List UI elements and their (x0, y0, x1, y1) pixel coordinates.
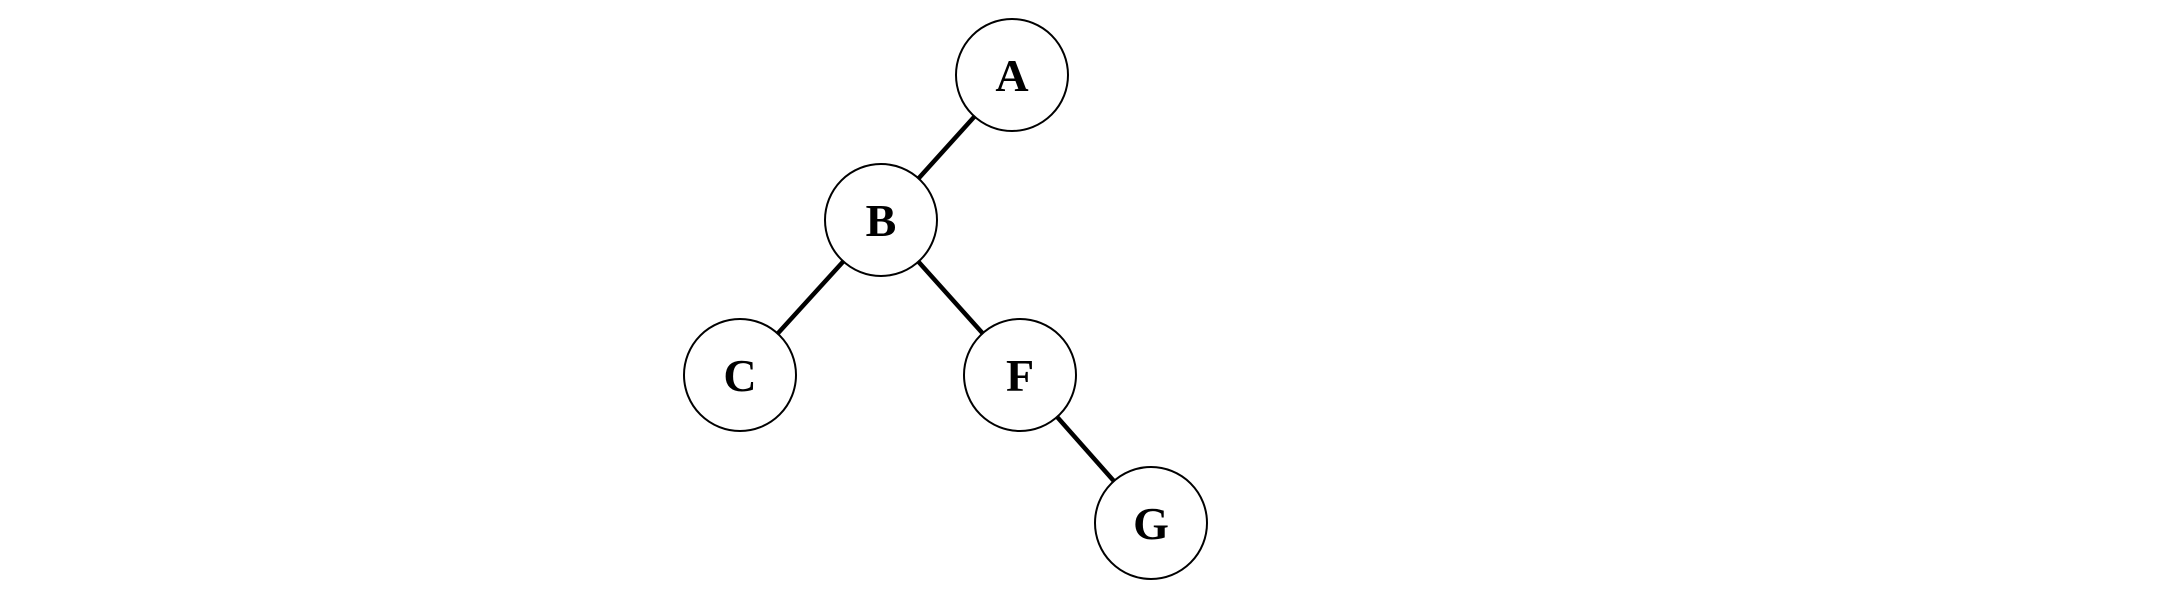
node-circle-b (824, 163, 938, 277)
node-label-g: G (1133, 498, 1169, 549)
node-label-f: F (1006, 350, 1034, 401)
node-label-c: C (723, 350, 756, 401)
node-label-a: A (995, 50, 1028, 101)
node-label-b: B (866, 195, 897, 246)
node-circle-c (683, 318, 797, 432)
graph-node-b: B (824, 163, 938, 277)
node-circle-g (1094, 466, 1208, 580)
graph-node-a: A (955, 18, 1069, 132)
graph-node-g: G (1094, 466, 1208, 580)
graph-node-f: F (963, 318, 1077, 432)
node-circle-a (955, 18, 1069, 132)
graph-node-c: C (683, 318, 797, 432)
node-circle-f (963, 318, 1077, 432)
